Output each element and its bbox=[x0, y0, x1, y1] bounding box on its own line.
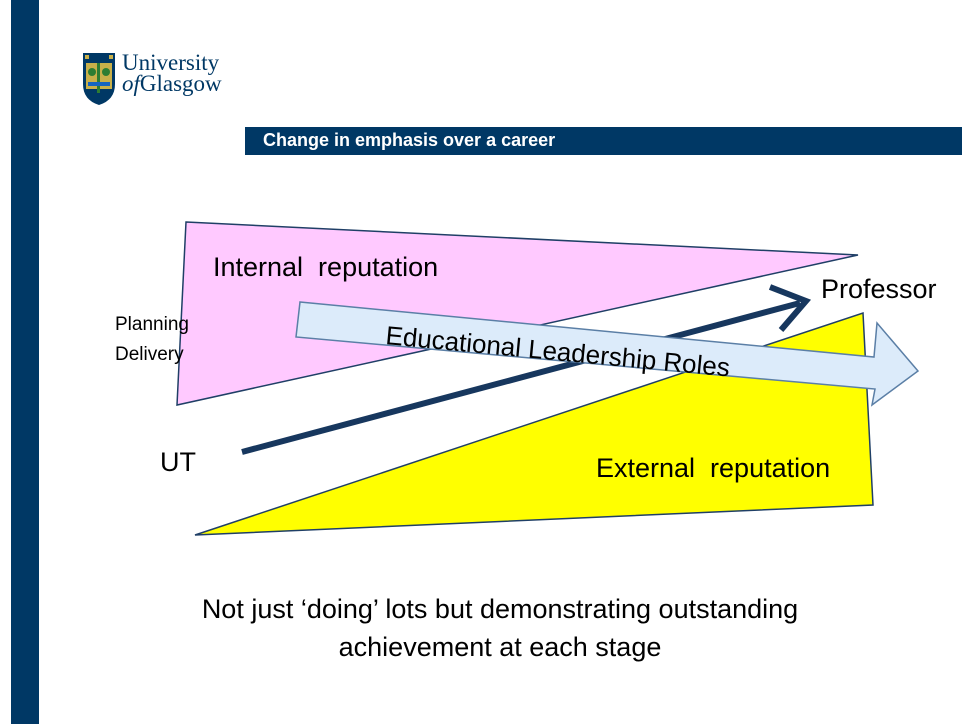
slide-caption: Not just ‘doing’ lots but demonstrating … bbox=[100, 590, 900, 666]
leadership-roles-arrow bbox=[295, 301, 920, 407]
ut-label: UT bbox=[160, 447, 196, 477]
slide-title: Change in emphasis over a career bbox=[263, 130, 556, 150]
external-reputation-label: External reputation bbox=[596, 453, 830, 483]
planning-label: Planning bbox=[115, 314, 189, 335]
professor-label: Professor bbox=[821, 274, 937, 304]
internal-reputation-label: Internal reputation bbox=[213, 252, 438, 282]
university-logo: University ofGlasgow bbox=[82, 50, 252, 108]
university-wordmark: University ofGlasgow bbox=[122, 50, 222, 96]
wordmark-line1: University bbox=[122, 50, 220, 75]
delivery-label: Delivery bbox=[115, 344, 184, 365]
caption-line2: achievement at each stage bbox=[338, 632, 662, 662]
career-progression-arrow bbox=[241, 284, 812, 455]
wordmark-glasgow: Glasgow bbox=[139, 71, 222, 96]
left-accent-bar bbox=[11, 0, 39, 724]
title-bar: Change in emphasis over a career bbox=[245, 127, 962, 155]
wordmark-of: of bbox=[122, 71, 140, 96]
caption-line1: Not just ‘doing’ lots but demonstrating … bbox=[201, 594, 799, 624]
crest-icon bbox=[83, 53, 115, 105]
